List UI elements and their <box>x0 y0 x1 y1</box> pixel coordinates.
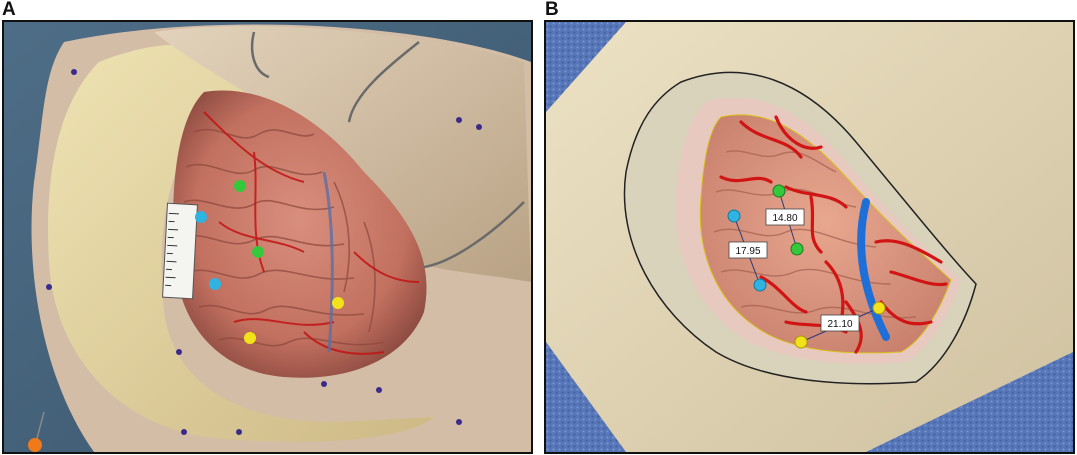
model-marker-green-1 <box>772 184 786 198</box>
gyri-pattern <box>181 128 385 347</box>
model-marker-blue-2 <box>753 278 767 292</box>
model-marker-blue-1 <box>727 209 741 223</box>
marker-yellow-1 <box>332 297 344 309</box>
marker-orange-pin <box>28 438 42 452</box>
model-gyri <box>713 150 917 319</box>
marker-blue-2 <box>209 278 221 290</box>
brain-surface <box>699 114 952 354</box>
panel-a-photo <box>2 20 533 454</box>
cortical-vein <box>322 171 334 353</box>
panel-b-model: 14.80 17.95 21.10 <box>544 20 1075 454</box>
retractor-wires <box>250 31 525 269</box>
pin-shaft <box>35 411 45 443</box>
measurement-label-2: 17.95 <box>728 241 768 259</box>
measurement-label-3: 21.10 <box>820 314 860 332</box>
marker-green-1 <box>234 180 246 192</box>
svg-text:21.10: 21.10 <box>827 319 852 330</box>
3d-model-render: 14.80 17.95 21.10 <box>546 22 1073 452</box>
exposed-cortex <box>173 90 427 378</box>
svg-text:14.80: 14.80 <box>772 213 797 224</box>
skin-marks <box>46 69 482 435</box>
model-vein <box>857 198 890 341</box>
model-marker-green-2 <box>790 242 804 256</box>
panel-a-letter: A <box>2 0 16 20</box>
marker-yellow-2 <box>244 332 256 344</box>
model-marker-yellow-1 <box>872 301 886 315</box>
cortical-vessels <box>203 111 420 355</box>
skull-rim <box>48 44 434 442</box>
marker-green-2 <box>252 246 264 258</box>
marker-blue-1 <box>195 211 207 223</box>
measurement-label-1: 14.80 <box>765 208 805 226</box>
surgical-photo <box>4 22 531 452</box>
svg-text:17.95: 17.95 <box>735 246 760 257</box>
ruler <box>162 202 198 300</box>
model-marker-yellow-2 <box>794 335 808 349</box>
panel-b-letter: B <box>545 0 559 20</box>
